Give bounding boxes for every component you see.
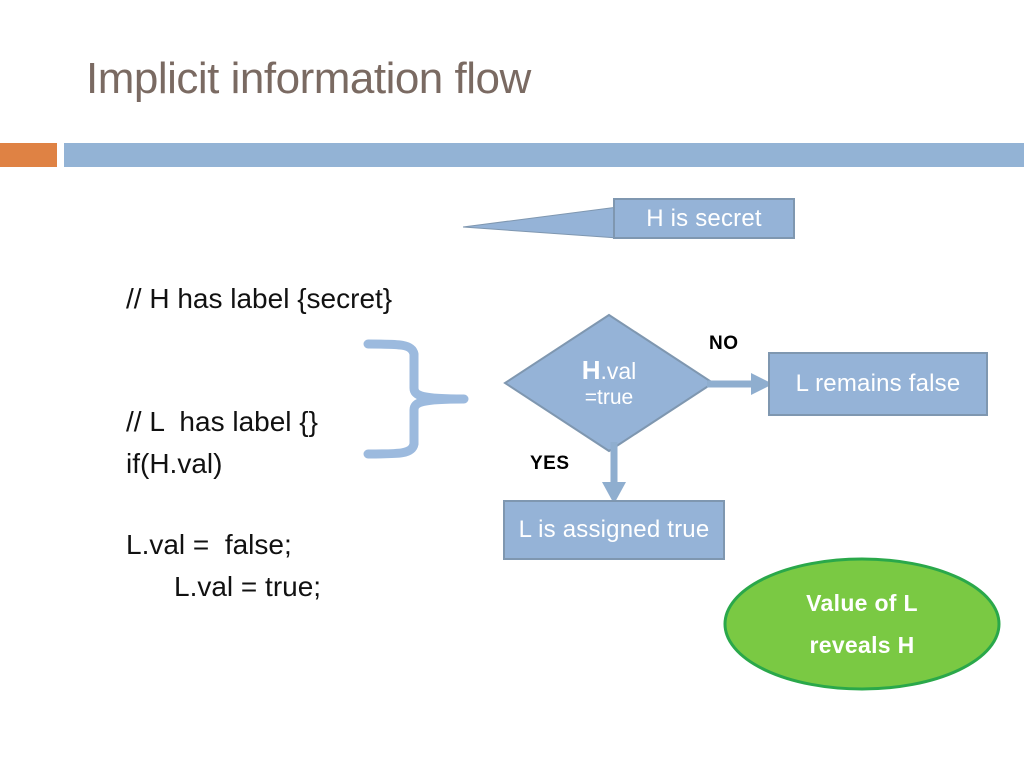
code-line-l-assign-true: L.val = true;	[174, 571, 322, 602]
outcome-box-no-label: L remains false	[795, 370, 961, 397]
code-line-h-label: // H has label {secret}	[126, 283, 393, 314]
callout-label: H is secret	[646, 204, 762, 232]
outcome-box-l-remains-false: L remains false	[768, 352, 988, 416]
outcome-box-yes-label: L is assigned true	[518, 516, 710, 543]
callout-tail	[463, 206, 618, 239]
code-block-declarations: // H has label {secret} // L has label {…	[126, 196, 392, 606]
outcome-box-l-assigned-true: L is assigned true	[503, 500, 725, 560]
code-line-l-assign-false: L.val = false;	[126, 529, 292, 560]
accent-block	[0, 143, 57, 167]
conclusion-ellipse: Value of L reveals H	[723, 557, 1001, 691]
decision-diamond: H.val =true	[503, 313, 715, 453]
code-line-if: if(H.val)	[126, 448, 223, 479]
branch-label-no: NO	[709, 333, 739, 354]
callout-h-is-secret: H is secret	[613, 198, 795, 239]
branch-label-yes: YES	[530, 453, 570, 474]
page-title: Implicit information flow	[86, 54, 531, 103]
divider-bar	[64, 143, 1024, 167]
code-line-l-label: // L has label {}	[126, 406, 318, 437]
arrow-no-branch	[707, 373, 773, 395]
code-block-conditional: if(H.val) L.val = true;	[126, 361, 321, 648]
